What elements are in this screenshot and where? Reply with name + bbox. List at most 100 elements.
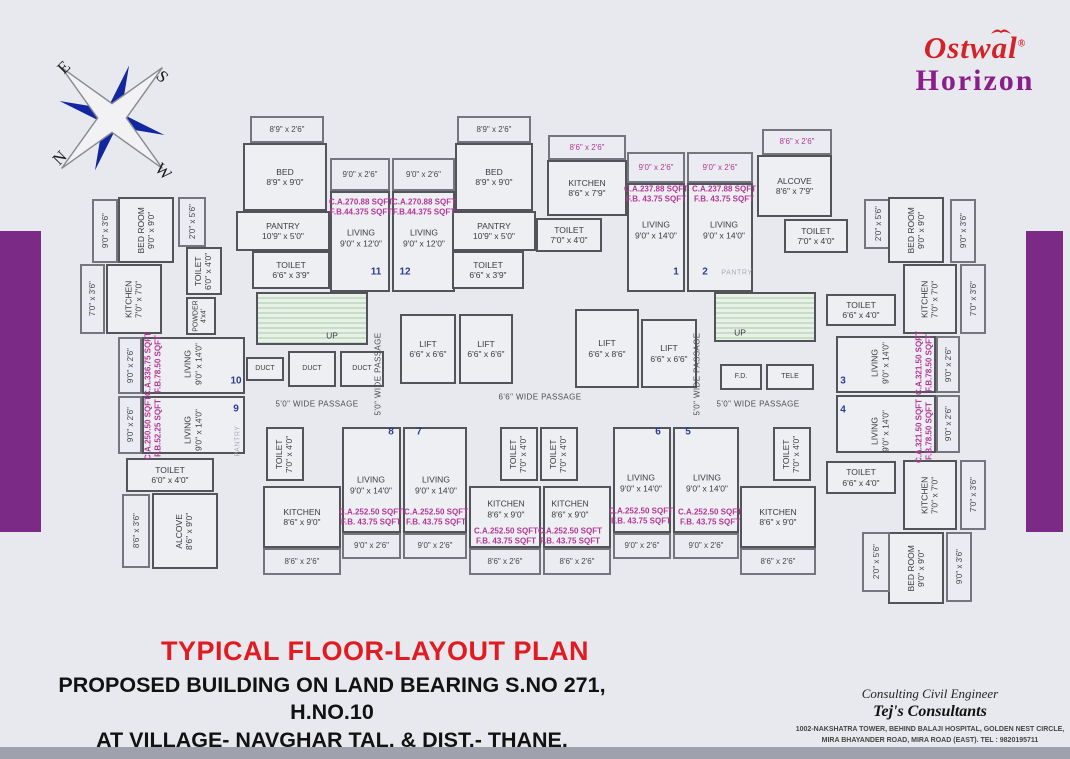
unit-6: 6 [655,426,661,438]
balcony-bed-11: 8'9" x 2'6" [250,116,324,143]
balcony-bedroom-rt: 9'0" x 3'6" [950,199,976,263]
balcony-bedroom-l: 9'0" x 3'6" [92,199,118,263]
room-living-7 [403,427,467,533]
left-purple-bar [0,231,41,532]
room-kitchen-7 [469,486,541,548]
balcony-living-7: 9'0" x 2'6" [403,533,467,559]
consultant-role: Consulting Civil Engineer [861,686,999,701]
consultant-name: Tej's Consultants [873,703,987,720]
passage-left-v: 5'0" WIDE PASSAGE [373,332,383,416]
consultant-address-line1: 1002-NAKSHATRA TOWER, BEHIND BALAJI HOSP… [795,726,1065,733]
duct-1: DUCT [288,351,336,387]
unit-9: 9 [233,403,239,415]
brand-name: Ostwal® [924,29,1027,66]
balcony-kitchen-8: 8'6" x 2'6" [263,548,341,575]
balcony-2056-rt: 2'0" x 5'6" [864,199,892,249]
unit-10: 10 [230,375,242,387]
room-living-11 [330,191,390,292]
plan-subtitle-line1: PROPOSED BUILDING ON LAND BEARING S.NO 2… [58,673,606,725]
room-living-2 [687,183,753,292]
stair-left [256,292,368,345]
room-living-4 [836,395,936,453]
room-living-1 [627,183,685,292]
balcony-living-11: 9'0" x 2'6" [330,158,390,191]
brand-logo: Ostwal® Horizon [893,29,1057,98]
room-living-6 [613,427,671,533]
pantry-gray-9: PANTRY [234,425,242,457]
label-up-left: UP [326,330,338,341]
stair-right [714,292,816,342]
room-living-5 [673,427,739,533]
balcony-living-8: 9'0" x 2'6" [342,533,401,559]
unit-8: 8 [388,426,394,438]
balcony-living-3: 9'0" x 2'6" [936,336,960,393]
consultant-address-line2: MIRA BHAYANDER ROAD, MIRA ROAD (EAST). T… [821,736,1039,744]
passage-center-h: 6'6" WIDE PASSAGE [498,392,582,402]
duct-2: DUCT [340,351,384,387]
unit-2: 2 [702,266,708,278]
balcony-7036-rb: 7'0" x 3'6" [960,460,986,530]
bottom-edge-strip [0,747,1070,759]
balcony-living-1: 9'0" x 2'6" [627,152,685,183]
unit-4: 4 [840,404,846,416]
right-purple-bar [1026,231,1063,532]
balcony-2056-lt: 2'0" x 5'6" [178,197,206,247]
unit-7: 7 [416,426,422,438]
balcony-7036-l: 7'0" x 3'6" [80,264,105,334]
balcony-living-10: 9'0" x 2'6" [118,337,142,394]
balcony-living-6: 9'0" x 2'6" [613,533,671,559]
balcony-living-5: 9'0" x 2'6" [673,533,739,559]
passage-right-h: 5'0" WIDE PASSAGE [716,399,800,409]
balcony-living-4: 9'0" x 2'6" [936,395,960,453]
room-tele: TELE [766,364,814,390]
duct-small-l: DUCT [246,357,284,381]
balcony-living-2: 9'0" x 2'6" [687,152,753,183]
balcony-living-12: 9'0" x 2'6" [392,158,455,191]
unit-12: 12 [399,266,411,278]
balcony-7036-rt: 7'0" x 3'6" [960,264,986,334]
room-living-10 [142,337,245,394]
registered-trademark-icon: ® [1017,38,1027,50]
plan-subtitle-line2: AT VILLAGE- NAVGHAR TAL. & DIST.- THANE. [96,727,568,752]
label-up-right: UP [734,327,746,338]
unit-5: 5 [685,426,691,438]
